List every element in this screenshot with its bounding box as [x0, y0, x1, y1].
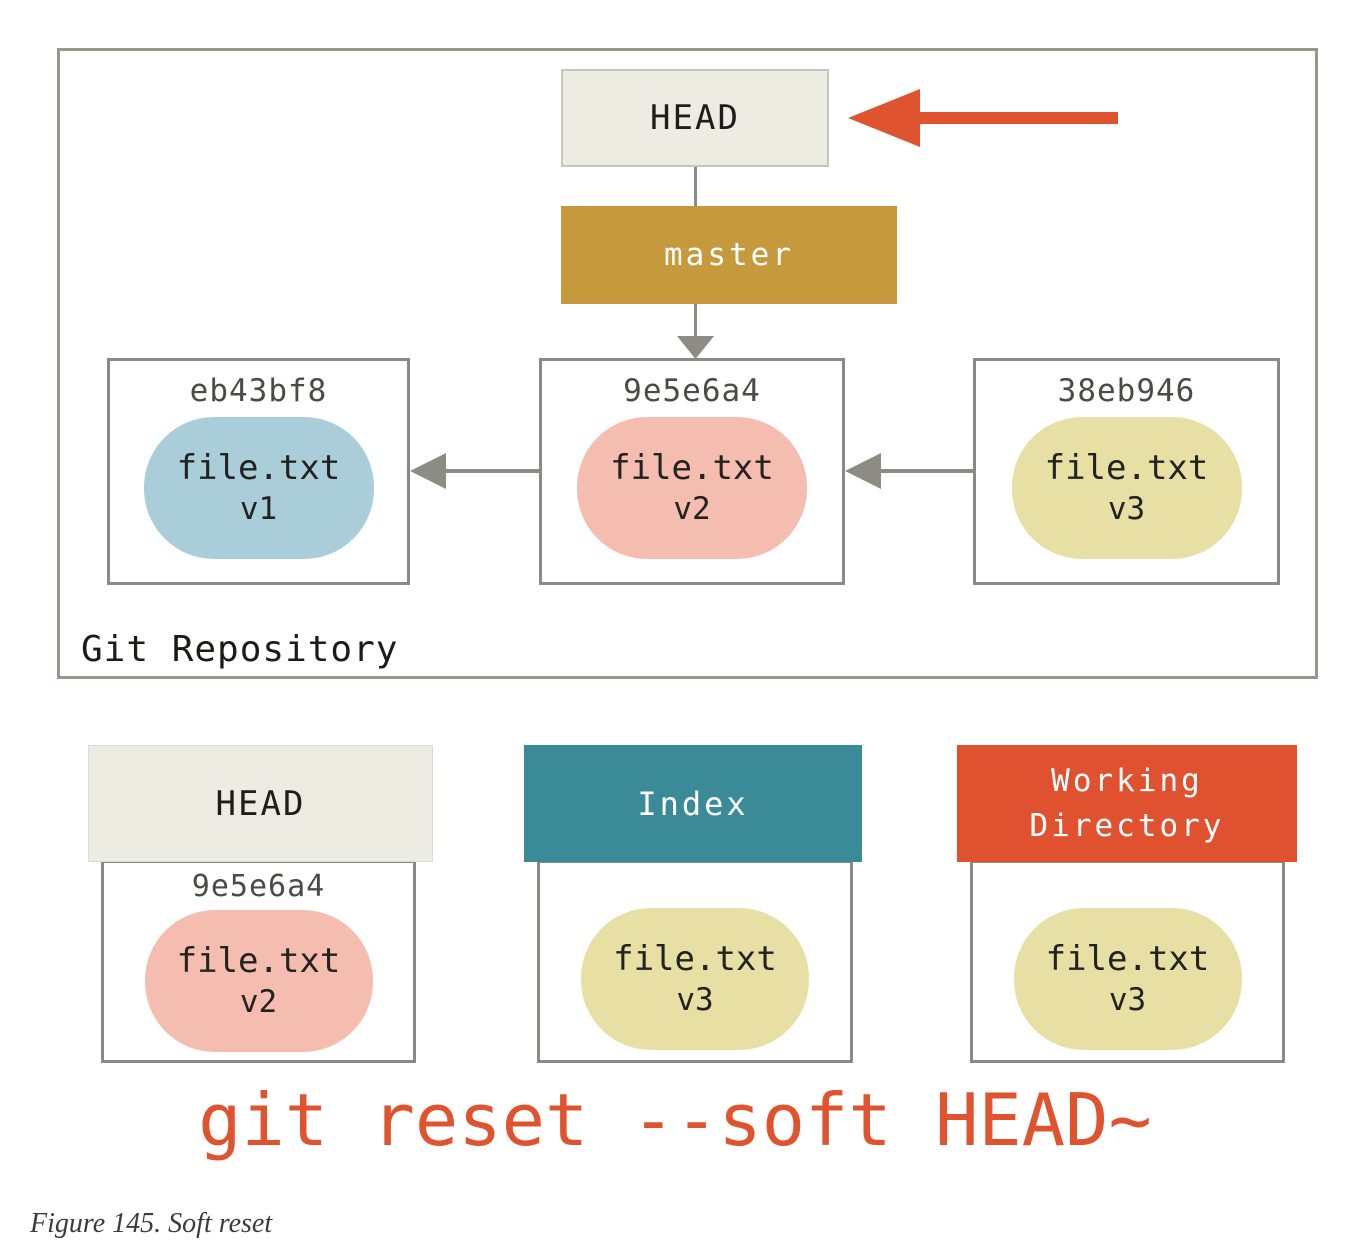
blob-version: v3 — [1107, 491, 1146, 527]
blob-filename: file.txt — [610, 448, 774, 488]
blob-version: v3 — [676, 982, 714, 1018]
master-to-commit-line — [694, 304, 697, 338]
blob-filename: file.txt — [1044, 448, 1209, 488]
head-tree-body: 9e5e6a4 file.txt v2 — [101, 860, 416, 1063]
head-to-master-line — [694, 167, 697, 206]
commit-parent-arrow-shaft — [444, 469, 539, 473]
commit-box-9e5e6a4: 9e5e6a4 file.txt v2 — [539, 358, 845, 585]
head-tree-hash: 9e5e6a4 — [191, 869, 326, 904]
commit-box-eb43bf8: eb43bf8 file.txt v1 — [107, 358, 410, 585]
master-branch-box: master — [561, 206, 897, 304]
workdir-tree-title: Working Directory — [1029, 762, 1225, 844]
master-branch-label: master — [664, 237, 794, 273]
head-tree-blob: file.txt v2 — [144, 910, 373, 1052]
head-tree-header: HEAD — [88, 745, 433, 862]
workdir-tree-header: Working Directory — [957, 745, 1297, 862]
commit-parent-arrow-shaft — [879, 469, 973, 473]
head-ref-label: HEAD — [650, 98, 740, 138]
head-ref-box: HEAD — [561, 69, 829, 167]
index-tree-title: Index — [637, 784, 749, 823]
blob-file-v1: file.txt v1 — [143, 417, 374, 559]
blob-filename: file.txt — [1045, 939, 1210, 979]
workdir-tree-body: file.txt v3 — [970, 860, 1285, 1063]
index-tree-blob: file.txt v3 — [581, 908, 809, 1050]
blob-version: v1 — [239, 491, 278, 527]
figure-caption: Figure 145. Soft reset — [30, 1208, 273, 1239]
workdir-tree-blob: file.txt v3 — [1013, 908, 1242, 1050]
git-repository-label: Git Repository — [81, 629, 399, 670]
index-tree-body: file.txt v3 — [537, 860, 853, 1063]
head-pointer-arrow-shaft — [918, 112, 1118, 124]
commit-box-38eb946: 38eb946 file.txt v3 — [973, 358, 1280, 585]
commit-hash: 38eb946 — [1057, 373, 1196, 409]
commit-hash: 9e5e6a4 — [623, 373, 761, 409]
blob-file-v2: file.txt v2 — [577, 417, 807, 559]
blob-version: v2 — [673, 491, 711, 527]
commit-hash: eb43bf8 — [189, 373, 328, 409]
index-tree-header: Index — [524, 745, 862, 862]
git-command-text: git reset --soft HEAD~ — [198, 1078, 1152, 1162]
blob-version: v3 — [1108, 982, 1147, 1018]
blob-file-v3: file.txt v3 — [1011, 417, 1242, 559]
blob-version: v2 — [239, 984, 278, 1020]
head-tree-title: HEAD — [215, 783, 306, 824]
blob-filename: file.txt — [176, 448, 341, 488]
blob-filename: file.txt — [613, 939, 777, 979]
blob-filename: file.txt — [176, 941, 341, 981]
